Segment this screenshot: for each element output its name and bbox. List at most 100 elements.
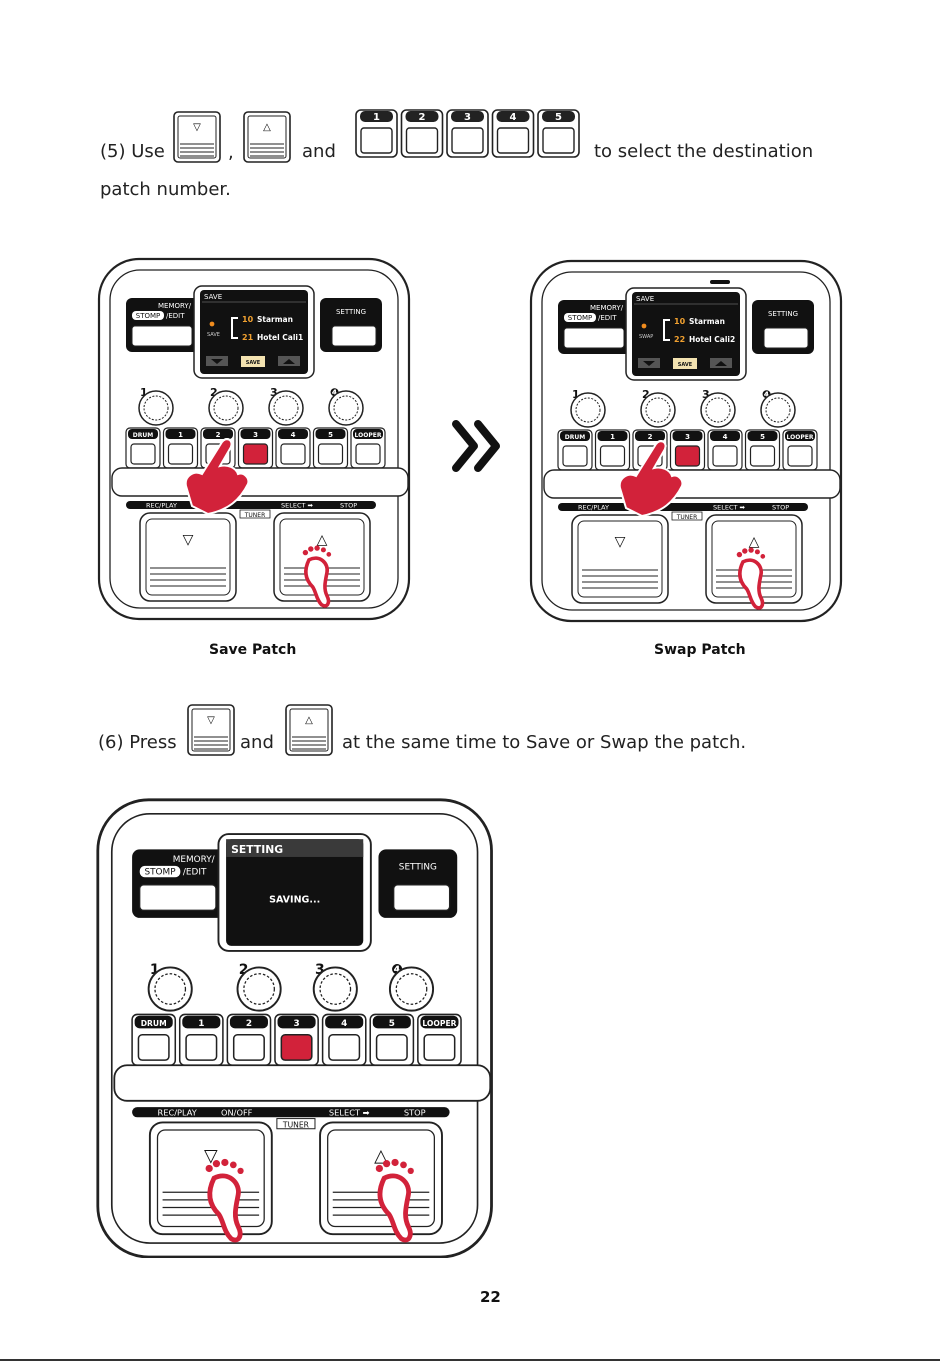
panel-button[interactable]: DRUM — [557, 429, 593, 471]
knob[interactable] — [312, 966, 358, 1012]
up-footswitch[interactable]: △ — [319, 1121, 443, 1236]
step6-suffix: at the same time to Save or Swap the pat… — [342, 732, 747, 753]
panel-button[interactable]: 5 — [369, 1013, 415, 1067]
memory-label: MEMORY/ — [590, 304, 624, 312]
panel-button[interactable]: DRUM — [125, 427, 161, 469]
knob[interactable] — [570, 392, 606, 428]
panel-button[interactable]: DRUM — [131, 1013, 177, 1067]
panel-button[interactable]: 5 — [312, 427, 349, 469]
svg-text:3: 3 — [685, 433, 690, 441]
panel-button[interactable]: LOOPER — [417, 1013, 462, 1067]
setting-button[interactable] — [331, 325, 377, 347]
screen-header: SAVE — [636, 295, 654, 303]
svg-text:DRUM: DRUM — [565, 434, 585, 441]
tuner-label: TUNER — [676, 514, 698, 521]
svg-text:▽: ▽ — [207, 715, 215, 726]
down-footswitch[interactable]: ▽ — [139, 512, 237, 602]
screen-header: SAVE — [204, 293, 222, 301]
up-footswitch[interactable]: △ — [273, 512, 371, 602]
svg-text:DRUM: DRUM — [133, 432, 153, 439]
svg-text:5: 5 — [555, 112, 562, 123]
svg-text:2: 2 — [648, 433, 653, 441]
knob[interactable] — [236, 966, 282, 1012]
knob-number: 3 — [270, 386, 278, 399]
panel-button[interactable]: 2 — [226, 1013, 272, 1067]
screen-header: SETTING — [231, 843, 283, 856]
number-key-icon: 1 — [355, 109, 398, 158]
svg-text:SAVE: SAVE — [246, 360, 261, 366]
memory-button[interactable] — [139, 884, 217, 911]
panel-button[interactable]: 5 — [744, 429, 781, 471]
select-label: SELECT ➡ — [713, 504, 746, 512]
panel-button[interactable]: 3 — [237, 427, 274, 469]
lcd-screen — [200, 290, 308, 374]
knob[interactable] — [388, 966, 435, 1012]
setting-button[interactable] — [393, 884, 451, 911]
screen-save-button — [673, 358, 697, 369]
panel-button[interactable]: 4 — [707, 429, 743, 471]
svg-text:1: 1 — [610, 433, 615, 441]
knob[interactable] — [328, 390, 364, 426]
svg-text:5: 5 — [328, 431, 333, 439]
select-label: SELECT ➡ — [281, 502, 314, 510]
knob[interactable] — [760, 392, 796, 428]
svg-text:LOOPER: LOOPER — [355, 432, 382, 439]
foot-press-icon — [736, 547, 766, 610]
stop-label: STOP — [404, 1107, 426, 1117]
panel-button[interactable]: 3 — [274, 1013, 319, 1067]
knob-number: 2 — [239, 962, 249, 978]
knob-number: 1 — [140, 386, 148, 399]
setting-label: SETTING — [768, 310, 798, 318]
number-key-icon: 2 — [400, 109, 444, 158]
panel-button[interactable]: 1 — [178, 1013, 224, 1067]
knob[interactable] — [138, 390, 174, 426]
panel-button[interactable]: LOOPER — [350, 427, 386, 469]
svg-text:1: 1 — [178, 431, 183, 439]
panel-button[interactable]: 3 — [669, 429, 706, 471]
knob[interactable] — [208, 390, 244, 426]
rec-play-label: REC/PLAY — [146, 502, 177, 510]
bottom-rule — [0, 1359, 940, 1361]
svg-text:▽: ▽ — [183, 532, 194, 548]
svg-text:2: 2 — [246, 1019, 252, 1029]
step5-line2: patch number. — [100, 179, 231, 200]
knob[interactable] — [147, 966, 193, 1012]
svg-text:▽: ▽ — [615, 534, 626, 550]
panel-button[interactable]: 1 — [162, 427, 199, 469]
stop-label: STOP — [340, 502, 357, 510]
setting-label: SETTING — [399, 863, 437, 873]
tuner-label: TUNER — [282, 1120, 310, 1129]
memory-button[interactable] — [563, 327, 625, 349]
bottom-patch-name: Hotel Cali2 — [689, 335, 735, 344]
svg-text:4: 4 — [723, 433, 728, 441]
svg-text:3: 3 — [253, 431, 258, 439]
svg-text:△: △ — [305, 715, 313, 726]
knob[interactable] — [700, 392, 736, 428]
panel-button[interactable]: LOOPER — [782, 429, 818, 471]
step6-prefix: (6) Press — [98, 732, 177, 753]
down-footswitch[interactable]: ▽ — [148, 1121, 273, 1236]
svg-text:SAVE: SAVE — [678, 362, 693, 368]
panel-button[interactable]: 4 — [321, 1013, 367, 1067]
knob[interactable] — [268, 390, 304, 426]
panel-button[interactable]: 4 — [275, 427, 311, 469]
tuner-label: TUNER — [244, 512, 266, 519]
svg-text:1: 1 — [373, 112, 380, 123]
knob[interactable] — [640, 392, 676, 428]
knob-number: 3 — [702, 388, 710, 401]
panel-button[interactable]: 1 — [594, 429, 631, 471]
down-footswitch-icon: ▽ — [187, 704, 235, 756]
setting-button[interactable] — [763, 327, 809, 349]
edit-label: /EDIT — [183, 868, 207, 878]
down-footswitch[interactable]: ▽ — [571, 514, 669, 604]
edit-label: /EDIT — [598, 314, 617, 322]
pointing-hand-icon — [618, 440, 684, 518]
number-key-icon: 3 — [446, 109, 489, 158]
up-footswitch-icon: △ — [285, 704, 333, 756]
memory-button[interactable] — [131, 325, 193, 347]
foot-press-icon — [375, 1158, 414, 1243]
saving-message: SAVING... — [269, 895, 320, 906]
step5-suffix: to select the destination — [594, 141, 814, 162]
